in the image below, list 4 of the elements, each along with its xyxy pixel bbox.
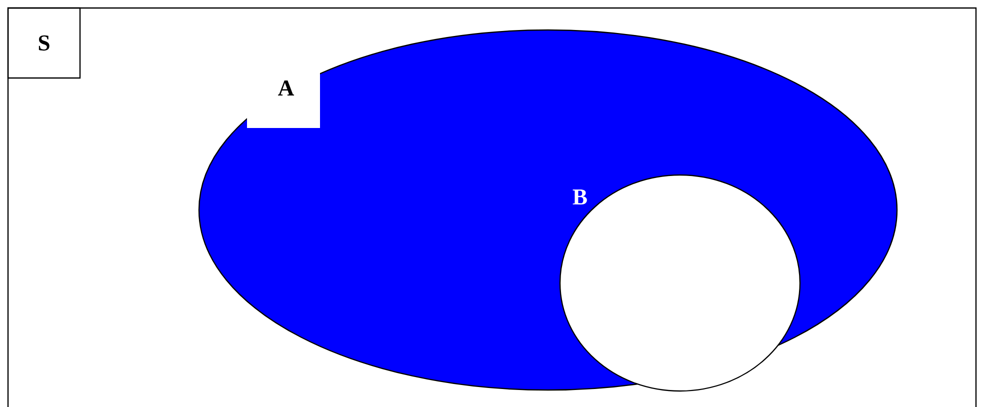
circle-set — [559, 174, 801, 392]
set-label: B — [572, 190, 587, 204]
set-label: S — [7, 7, 81, 79]
set-label: A — [247, 72, 320, 128]
